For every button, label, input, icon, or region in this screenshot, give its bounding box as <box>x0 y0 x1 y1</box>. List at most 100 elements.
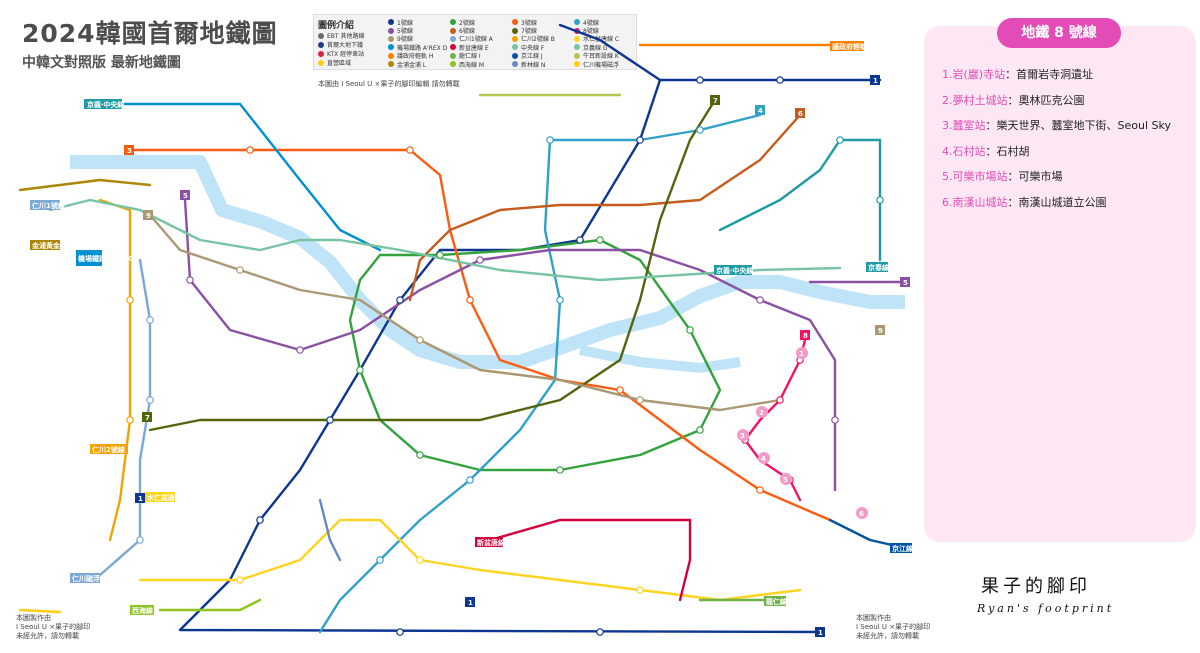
line-marker <box>755 105 765 115</box>
line-marker <box>870 75 880 85</box>
legend-dot-icon <box>574 61 580 68</box>
station-dot <box>596 628 604 636</box>
station-dot <box>636 396 644 404</box>
legend-dot-icon <box>574 44 580 51</box>
highlight-marker <box>856 507 868 519</box>
highlight-number: 4 <box>761 455 766 463</box>
line-number: 4 <box>758 107 763 115</box>
legend-dot-icon <box>450 61 456 68</box>
station-dot <box>236 266 244 274</box>
line-number: 7 <box>713 97 718 105</box>
legend-dot-icon <box>388 52 394 59</box>
legend-dot-icon <box>388 61 394 68</box>
legend-special-item: KTX 經停車站 <box>318 49 364 58</box>
line-marker <box>124 145 134 155</box>
highlight-number: 1 <box>799 350 804 358</box>
line-number: 1 <box>818 629 823 637</box>
panel-station-item: 2.夢村土城站：奧林匹克公園 <box>942 93 1085 107</box>
highlight-marker <box>758 452 770 464</box>
legend-line-item: 新盆唐線 E <box>450 43 512 52</box>
highlight-marker <box>737 429 749 441</box>
highlight-marker <box>780 473 792 485</box>
legend-line-item: 仁川2號線 B <box>512 35 574 43</box>
highlight-number: 3 <box>740 432 745 440</box>
station-dot <box>406 146 414 154</box>
legend-dot-icon <box>512 44 518 51</box>
legend-heading: 圖例介紹 <box>318 21 355 31</box>
legend-line-item: 3號線 <box>512 18 574 27</box>
legend-dot-icon <box>388 44 394 51</box>
badge <box>890 543 912 553</box>
line-number: 1 <box>873 77 878 85</box>
line-marker <box>180 190 190 200</box>
legend-dot-icon <box>512 19 518 26</box>
legend-line-item: 金浦金浦 L <box>388 60 450 69</box>
brand-name: 果子的腳印 <box>981 576 1091 597</box>
badge <box>764 596 786 606</box>
station-dot <box>576 236 584 244</box>
station-dot <box>776 396 784 404</box>
legend-dot-icon <box>318 41 324 48</box>
legend-dot-icon <box>574 35 580 42</box>
station-dot <box>186 276 194 284</box>
station-dot <box>436 251 444 259</box>
highlight-marker <box>796 347 808 359</box>
station-dot <box>416 451 424 459</box>
station-dot <box>876 196 884 204</box>
station-dot <box>556 466 564 474</box>
station-dot <box>836 136 844 144</box>
line-gyeongchun <box>718 138 882 262</box>
line-number-markers: 1 1 3 4 5 5 6 7 7 8 9 9 1 1 <box>124 75 910 637</box>
legend-special-item: EBT 其他路線 <box>318 31 364 40</box>
line-1-north <box>558 23 662 82</box>
line-7 <box>148 98 717 432</box>
badge-label: 議政府輕軌 <box>832 42 867 51</box>
han-river <box>70 155 905 369</box>
station-dot <box>756 486 764 494</box>
river-branch <box>579 345 741 374</box>
station-dot <box>636 136 644 144</box>
badge <box>130 605 154 615</box>
brand-english: Ryan's footprint <box>977 602 1115 615</box>
legend-dot-icon <box>512 61 518 68</box>
line-gimpo <box>18 178 152 192</box>
badge <box>70 573 100 583</box>
line-2-loop <box>348 238 722 472</box>
legend-line-item: 議政府輕軌 H <box>388 52 450 60</box>
legend-dot-icon <box>512 35 518 42</box>
legend-line-item: 6號線 <box>450 26 512 35</box>
legend-dot-icon <box>318 59 324 66</box>
line-number: 5 <box>903 279 908 287</box>
station-dot <box>831 416 839 424</box>
badge <box>30 200 60 210</box>
line-incheon2 <box>98 198 132 542</box>
station-dots <box>126 76 884 636</box>
highlight-marker <box>756 406 768 418</box>
legend-line-item: 牛耳新設線 K <box>574 52 636 60</box>
station-dot <box>776 76 784 84</box>
legend-dot-icon <box>574 19 580 26</box>
highlight-number: 2 <box>759 409 764 417</box>
line-incheon1 <box>98 258 152 577</box>
legend-line-item: 9號線 <box>388 35 450 43</box>
legend-line-item: 5號線 <box>388 26 450 35</box>
legend-line-item: 西海線 M <box>450 60 512 69</box>
station-dot <box>396 296 404 304</box>
legend-line-item: 1號線 <box>388 18 450 27</box>
line-9 <box>148 213 782 412</box>
station-dot <box>546 136 554 144</box>
line-incheon-maglev <box>18 608 62 614</box>
station-dot <box>416 556 424 564</box>
credit-top: 本圖由 I Seoul U ×果子的腳印編輯 請勿轉載 <box>318 80 460 88</box>
panel-station-item: 4.石村站：石村胡 <box>942 144 1030 158</box>
line-marker <box>135 493 145 503</box>
station-dot <box>396 628 404 636</box>
station-dot <box>326 416 334 424</box>
badge-label: 龍仁線 <box>766 597 787 606</box>
station-dot <box>466 296 474 304</box>
line-number: 5 <box>183 192 188 200</box>
line-marker <box>800 330 810 340</box>
line-5 <box>183 198 837 492</box>
panel-station-item: 5.可樂市場站：可樂市場 <box>942 170 1063 183</box>
